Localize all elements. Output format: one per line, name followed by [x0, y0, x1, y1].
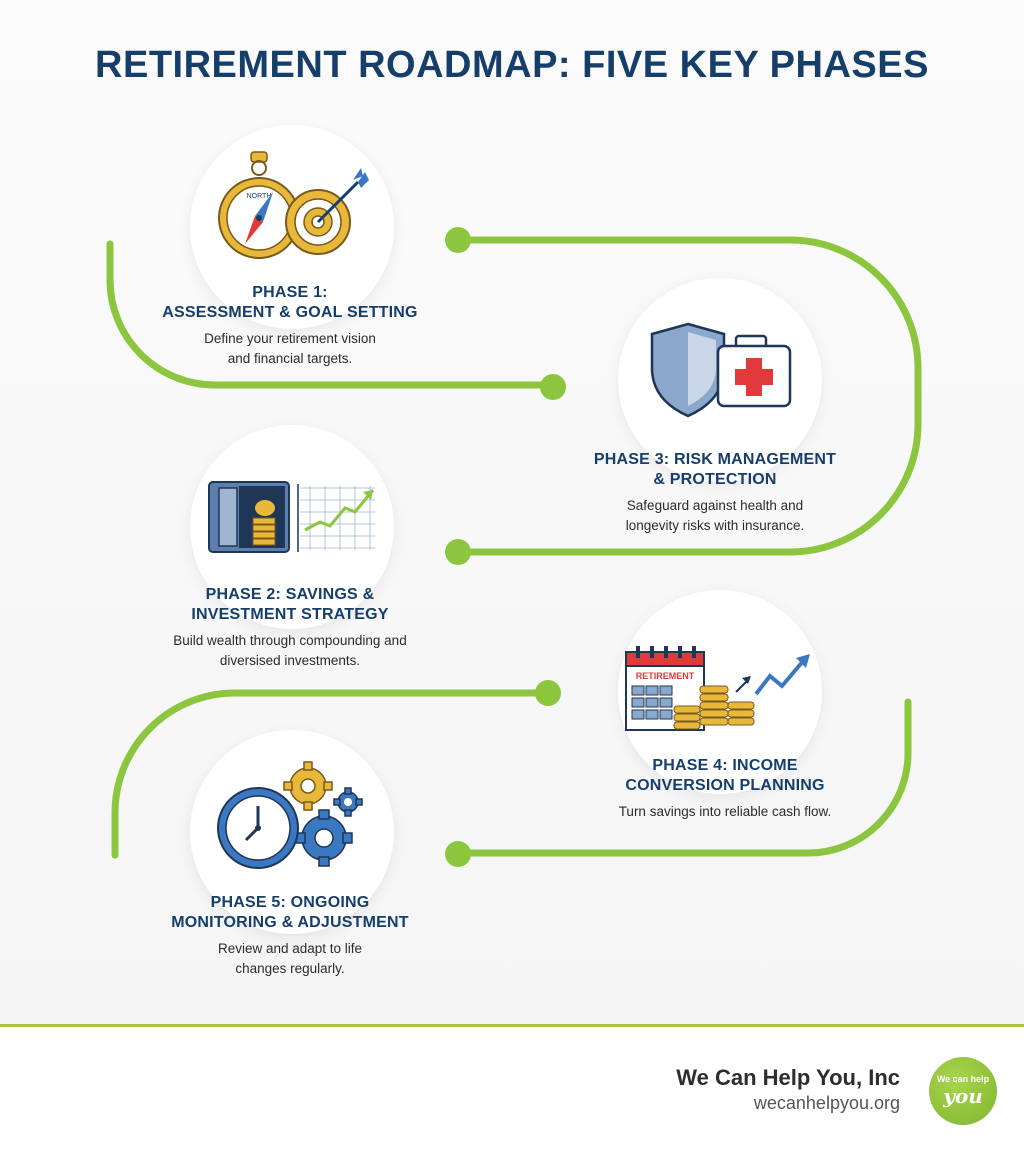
phase-1-description: Define your retirement vision and financ… [204, 331, 376, 366]
phase-4-heading: PHASE 4: INCOME CONVERSION PLANNING [625, 757, 825, 794]
path-node [535, 680, 561, 706]
shield-medkit-icon [650, 322, 792, 418]
company-name: We Can Help You, Inc [676, 1065, 900, 1090]
company-block: We Can Help You, Inc wecanhelpyou.org [676, 1065, 900, 1114]
phase-3-description: Safeguard against health and longevity r… [625, 498, 805, 533]
safe-growth-chart-icon [208, 481, 375, 553]
path-segment-4 [454, 698, 912, 857]
phase-1-block: PHASE 1: ASSESSMENT & GOAL SETTING Defin… [140, 283, 440, 369]
logo-line-1: We can help [936, 1074, 990, 1084]
logo-line-2: you [943, 1084, 983, 1108]
path-node [445, 539, 471, 565]
clock-gears-icon [217, 761, 363, 869]
path-node [540, 374, 566, 400]
footer-divider [0, 1024, 1024, 1027]
page-title: RETIREMENT ROADMAP: FIVE KEY PHASES [95, 44, 929, 86]
compass-label: NORTH [247, 193, 272, 200]
phase-5-block: PHASE 5: ONGOING MONITORING & ADJUSTMENT… [140, 893, 440, 979]
phase-5-description: Review and adapt to life changes regular… [217, 941, 363, 976]
path-segment-2 [454, 236, 922, 556]
phase-2-heading: PHASE 2: SAVINGS & INVESTMENT STRATEGY [191, 586, 389, 623]
phase-2-block: PHASE 2: SAVINGS & INVESTMENT STRATEGY B… [140, 585, 440, 671]
company-url[interactable]: wecanhelpyou.org [753, 1093, 900, 1113]
phase-4-block: PHASE 4: INCOME CONVERSION PLANNING Turn… [575, 756, 875, 822]
phase-1-heading: PHASE 1: ASSESSMENT & GOAL SETTING [162, 284, 418, 321]
phase-2-description: Build wealth through compounding and div… [173, 633, 407, 668]
phase-4-description: Turn savings into reliable cash flow. [618, 804, 832, 819]
path-node [445, 227, 471, 253]
footer: We Can Help You, Inc wecanhelpyou.org We… [0, 1027, 1024, 1154]
phase-5-heading: PHASE 5: ONGOING MONITORING & ADJUSTMENT [171, 894, 409, 931]
infographic-canvas: RETIREMENT ROADMAP: FIVE KEY PHASES NORT… [0, 0, 1024, 1030]
path-node [445, 841, 471, 867]
path-segment-1 [106, 240, 557, 389]
calendar-coins-icon: RETIREMENT [625, 646, 810, 731]
phase-3-heading: PHASE 3: RISK MANAGEMENT & PROTECTION [593, 451, 837, 488]
roadmap-path [106, 227, 922, 867]
path-segment-3 [111, 689, 552, 859]
phase-3-block: PHASE 3: RISK MANAGEMENT & PROTECTION Sa… [565, 450, 865, 536]
compass-target-icon: NORTH [218, 151, 369, 259]
company-logo-icon: We can help you [929, 1057, 997, 1125]
calendar-label: RETIREMENT [636, 671, 695, 681]
